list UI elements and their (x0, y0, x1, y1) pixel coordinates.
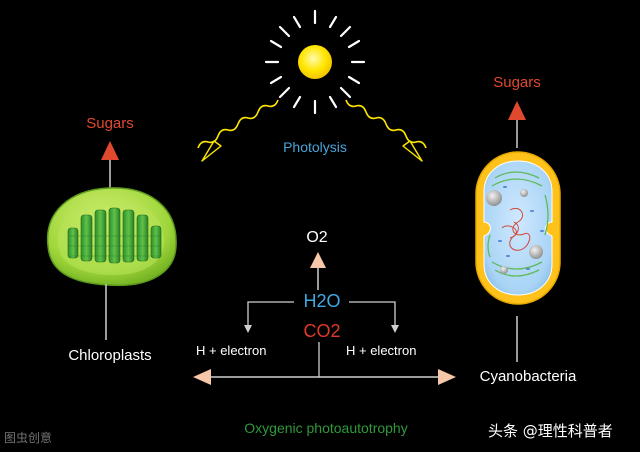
chloroplast-illustration (46, 187, 177, 340)
light-ray-right (345, 99, 427, 162)
o2-arrow (310, 252, 326, 290)
o2-label: O2 (306, 229, 328, 246)
h-electron-label-left: H + electron (196, 343, 267, 358)
photolysis-label: Photolysis (283, 139, 347, 155)
sugars-arrow-right (508, 101, 526, 148)
oxygenic-photoautotrophy-label: Oxygenic photoautotrophy (244, 420, 408, 436)
watermark-right: 头条 @理性科普者 (488, 422, 613, 440)
watermark-left: 图虫创意 (4, 431, 53, 445)
cyanobacterium-illustration (475, 151, 561, 362)
branch-arrow-right (349, 301, 399, 333)
co2-label: CO2 (303, 321, 341, 341)
double-arrow (193, 369, 456, 385)
sugars-label-left: Sugars (86, 115, 134, 132)
sun-icon (264, 9, 366, 115)
cyanobacteria-label: Cyanobacteria (479, 368, 577, 385)
h2o-label: H2O (303, 291, 341, 311)
light-ray-left (197, 99, 279, 162)
sugars-arrow-left (101, 141, 119, 192)
h-electron-label-right: H + electron (346, 343, 417, 358)
sugars-label-right: Sugars (493, 74, 541, 91)
branch-arrow-left (244, 301, 294, 333)
chloroplasts-label: Chloroplasts (68, 347, 152, 364)
